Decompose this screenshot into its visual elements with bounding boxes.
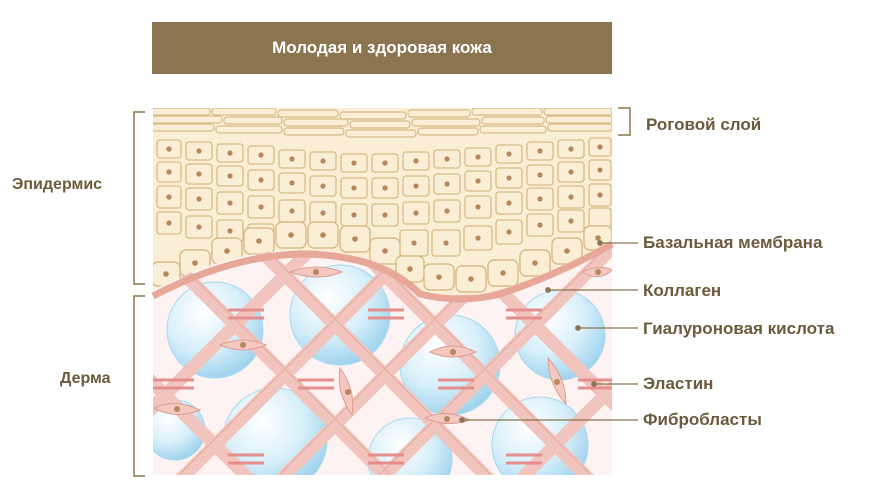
label-basal-membrane: Базальная мембрана: [643, 233, 823, 252]
label-stratum-corneum: Роговой слой: [646, 115, 762, 134]
title-banner: Молодая и здоровая кожа: [152, 22, 612, 74]
label-elastin: Эластин: [643, 374, 714, 393]
collagen-fibers: [153, 240, 612, 475]
cell-nuclei: [163, 144, 603, 282]
diagram-title: Молодая и здоровая кожа: [272, 38, 492, 57]
elastin-bands: [153, 308, 612, 465]
label-hyaluronic-acid: Гиалуроновая кислота: [643, 319, 835, 338]
label-collagen: Коллаген: [643, 281, 722, 300]
stratum-corneum-cells: [153, 108, 612, 138]
basal-membrane: [151, 240, 614, 303]
label-fibroblasts: Фибробласты: [643, 410, 762, 429]
layer-brackets: [133, 107, 631, 477]
epidermis-layer: [153, 108, 612, 295]
label-epidermis: Эпидермис: [12, 176, 103, 193]
dermis-layer: [153, 240, 612, 475]
leader-lines: [459, 240, 638, 423]
label-dermis: Дерма: [60, 370, 111, 387]
